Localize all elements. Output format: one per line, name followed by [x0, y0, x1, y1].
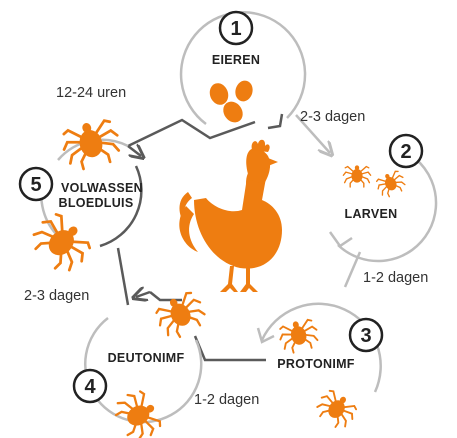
eggs-icon — [207, 79, 255, 127]
duration-eggs-to-larvae: 2-3 dagen — [300, 109, 365, 125]
mite-icon — [374, 168, 408, 199]
duration-protonymph-to-deutonymph: 1-2 dagen — [194, 392, 259, 408]
stage-larvae: 2 LARVEN — [330, 135, 436, 261]
stage-deutonymph: 4 DEUTONIMF — [74, 288, 210, 438]
arrow-protonymph-to-deutonymph — [195, 336, 266, 360]
mite-icon — [26, 208, 96, 278]
mite-icon — [152, 288, 210, 343]
stage-number-3: 3 — [360, 325, 371, 347]
stage-number-2: 2 — [400, 141, 411, 163]
mite-icon — [277, 317, 321, 355]
duration-adult-to-eggs: 12-24 uren — [56, 85, 126, 101]
stage-label-eggs: EIEREN — [212, 53, 260, 67]
stage-label-protonymph: PROTONIMF — [277, 357, 355, 371]
duration-larvae-to-protonymph: 1-2 dagen — [363, 270, 428, 286]
stage-protonymph: 3 PROTONIMF — [258, 304, 382, 433]
stage-label-adult-line2: BLOEDLUIS — [59, 196, 134, 210]
stage-number-4: 4 — [84, 376, 96, 398]
stage-number-5: 5 — [30, 174, 41, 196]
stage-label-adult-line1: VOLWASSEN — [61, 181, 143, 195]
stage-number-1: 1 — [230, 18, 241, 40]
mite-icon — [312, 387, 360, 433]
stage-label-deutonymph: DEUTONIMF — [108, 351, 185, 365]
stage-label-larvae: LARVEN — [345, 207, 398, 221]
mite-icon — [343, 165, 370, 187]
stage-adult: 5 VOLWASSEN BLOEDLUIS — [20, 116, 143, 278]
stage-eggs: 1 EIEREN — [181, 12, 305, 128]
arrow-deutonymph-to-adult — [118, 248, 128, 305]
mite-icon — [59, 116, 123, 172]
arrow-adult-to-eggs — [128, 120, 255, 146]
chicken-icon — [179, 140, 282, 292]
mite-icon — [110, 387, 165, 438]
duration-deutonymph-to-adult: 2-3 dagen — [24, 288, 89, 304]
